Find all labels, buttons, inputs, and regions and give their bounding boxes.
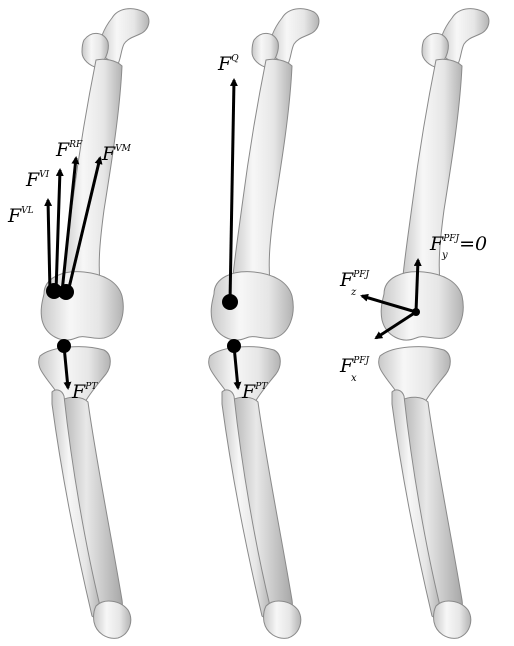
label-f-pfj-z-sub: z <box>350 287 357 298</box>
femur-shaft <box>62 59 122 286</box>
label-f-pfj-x-sub: x <box>351 373 357 384</box>
label-f-pt-middle: FPT <box>241 381 268 403</box>
insertion-point-middle <box>222 294 238 310</box>
femoral-condyles <box>41 272 123 340</box>
arrow-f-vl <box>48 200 50 292</box>
leg-bones-right <box>379 9 489 639</box>
femoral-head <box>100 9 149 64</box>
label-f-pfj-y: FPFJ=0 <box>429 233 487 255</box>
label-f-vm: FVM <box>101 143 132 165</box>
distal-tibia <box>94 601 131 638</box>
label-f-q: FQ <box>217 53 239 75</box>
insertion-point-left-b <box>58 284 74 300</box>
arrow-f-pfj-y <box>416 260 418 312</box>
pfj-origin <box>412 308 420 316</box>
label-f-pfj-y-sub: y <box>441 250 448 261</box>
arrow-f-vi <box>56 170 60 292</box>
label-f-vi: FVI <box>25 169 50 191</box>
label-f-vl: FVL <box>7 205 34 227</box>
leg-bones-middle <box>209 9 319 639</box>
label-f-pt-left: FPT <box>71 381 98 403</box>
leg-bones <box>39 9 149 639</box>
